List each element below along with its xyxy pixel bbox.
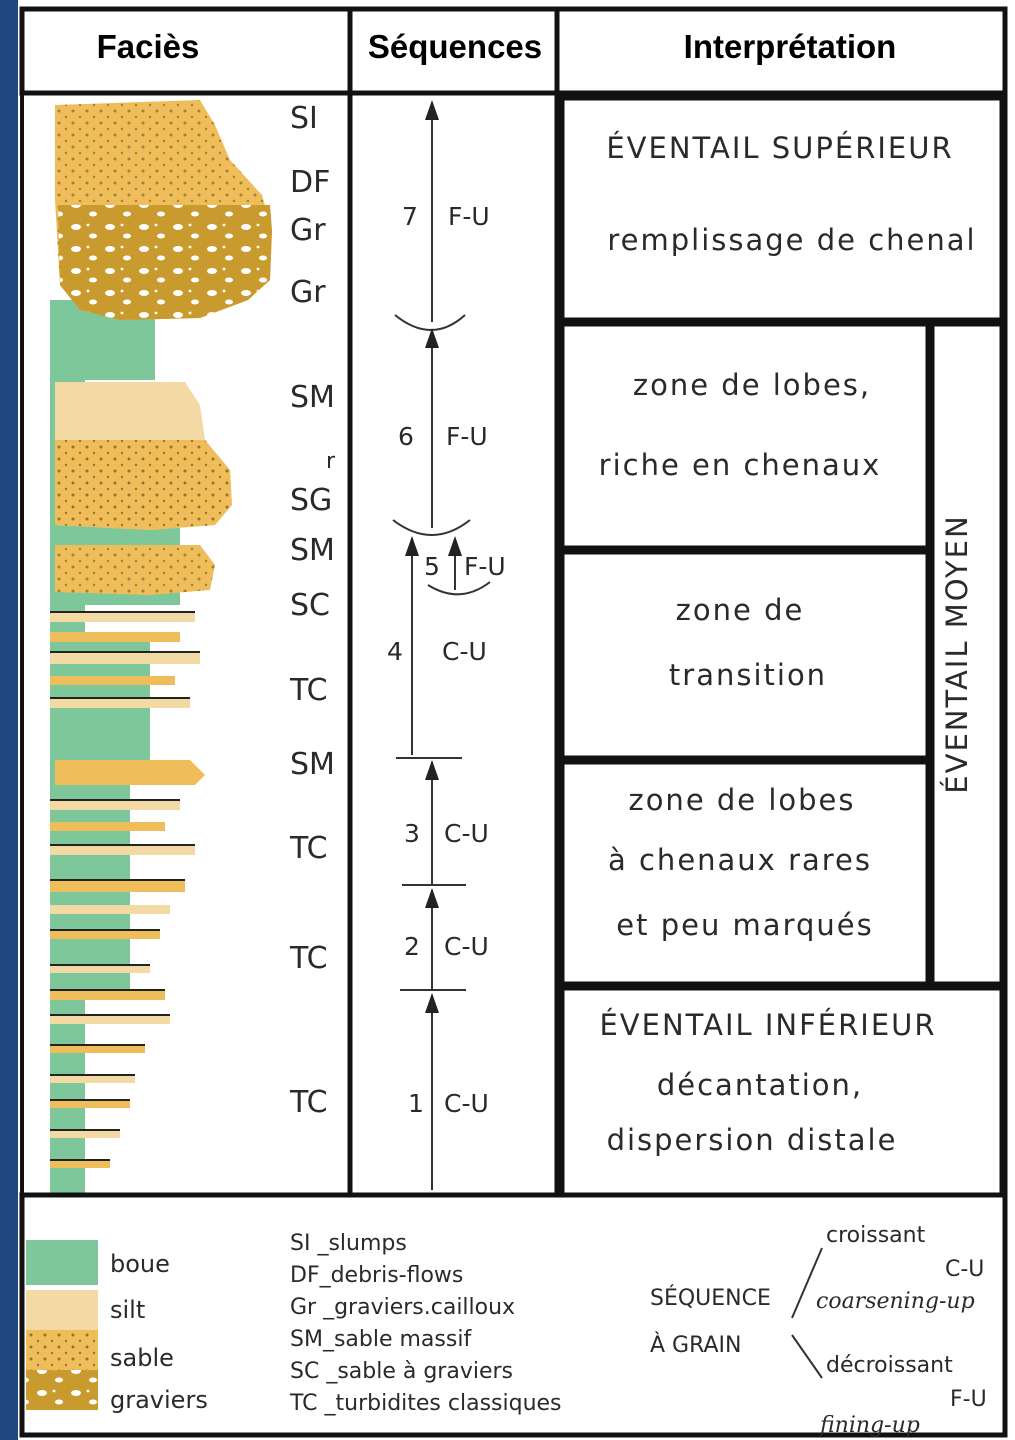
sequence-number: 7: [402, 202, 418, 231]
increasing-label: croissant: [826, 1223, 926, 1248]
fu-label: F-U: [950, 1387, 987, 1412]
middle-fan-box: [929, 321, 1005, 987]
erosion-contact: [394, 314, 466, 331]
header-box: [19, 6, 1008, 96]
legend-code: SI _slumps: [290, 1231, 407, 1256]
sequence-type: C-U: [444, 1089, 489, 1118]
main-body-frame: [20, 93, 1008, 1195]
facies-label: TC: [289, 1085, 328, 1120]
sequence-number: 4: [387, 637, 403, 666]
sequence-type: C-U: [444, 932, 489, 961]
legend-material: sable: [110, 1344, 174, 1372]
lobe-zone-text: zone de lobes,: [633, 368, 871, 402]
facies-label: SM: [290, 380, 335, 415]
decreasing-label: décroissant: [826, 1353, 953, 1378]
coarsening-label: coarsening-up: [816, 1289, 975, 1314]
legend-box: [19, 1192, 1008, 1438]
facies-label: SC: [290, 588, 330, 623]
sequence-type: C-U: [444, 819, 489, 848]
lower-fan-text: dispersion distale: [607, 1123, 898, 1157]
erosion-contact: [392, 519, 471, 536]
header-interpretation: Interprétation: [684, 28, 897, 65]
sequence-arrowheads: [405, 100, 462, 1013]
facies-label: SM: [290, 533, 335, 568]
interpretation-column: ÉVENTAIL SUPÉRIEUR remplissage de chenal…: [559, 95, 1005, 1198]
sequence-legend-label: À GRAIN: [650, 1332, 741, 1358]
transition-zone-box: [559, 549, 931, 761]
legend-material: boue: [110, 1250, 170, 1278]
lobe-zone-rare-text: et peu marqués: [616, 908, 873, 942]
legend: boue silt sable graviers SI _slumps DF_d…: [19, 1192, 1008, 1438]
header-row: Faciès Séquences Interprétation: [19, 6, 1008, 96]
sequence-number: 5: [424, 552, 440, 581]
lobe-zone-box: [559, 321, 931, 551]
sequence-type: F-U: [446, 422, 488, 451]
sequence-type: F-U: [448, 202, 490, 231]
legend-bracket: [791, 1247, 823, 1379]
lower-fan-box: [559, 985, 1005, 1198]
header-sequences: Séquences: [368, 28, 542, 65]
legend-code: Gr _graviers.cailloux: [290, 1295, 515, 1320]
legend-material: graviers: [110, 1386, 208, 1414]
facies-label: TC: [289, 831, 328, 866]
sequence-number: 3: [404, 819, 420, 848]
facies-label: SI: [290, 101, 318, 136]
mud-swatch: [26, 1240, 98, 1285]
transition-zone-text: zone de: [676, 593, 805, 627]
lobe-zone-rare-text: à chenaux rares: [608, 843, 872, 877]
transition-zone-text: transition: [669, 658, 827, 692]
facies-label: TC: [289, 941, 328, 976]
facies-label: Gr: [290, 213, 326, 248]
lower-fan-text: décantation,: [657, 1068, 863, 1102]
middle-fan-label: ÉVENTAIL MOYEN: [940, 514, 974, 793]
legend-code: SM_sable massif: [290, 1327, 472, 1352]
facies-label: SG: [290, 483, 332, 518]
fining-label: fining-up: [818, 1413, 920, 1438]
upper-fan-text: remplissage de chenal: [607, 223, 976, 257]
header-facies: Faciès: [97, 28, 200, 65]
facies-label: SM: [290, 747, 335, 782]
erosion-contact: [427, 581, 491, 596]
legend-code: DF_debris-flows: [290, 1263, 463, 1288]
legend-code: SC _sable à graviers: [290, 1359, 513, 1384]
facies-column: SI DF Gr Gr SM r SG SM SC TC SM TC TC TC: [50, 100, 336, 1195]
lobe-zone-rare-channel-box: [559, 759, 931, 987]
facies-label: DF: [290, 165, 330, 200]
sequence-labels: 7 F-U 6 F-U 5 F-U 4 C-U 3 C-U 2 C-U 1 C-…: [387, 202, 506, 1118]
sequences-column: [392, 105, 491, 1190]
facies-label: Gr: [290, 275, 326, 310]
upper-fan-title: ÉVENTAIL SUPÉRIEUR: [606, 131, 953, 165]
legend-material: silt: [110, 1296, 145, 1324]
sequence-number: 1: [408, 1089, 424, 1118]
facies-label: r: [326, 449, 336, 474]
lobe-zone-rare-text: zone de lobes: [628, 783, 855, 817]
bed-outlines: [50, 611, 200, 1161]
facies-label: TC: [289, 673, 328, 708]
lower-fan-title: ÉVENTAIL INFÉRIEUR: [599, 1008, 936, 1042]
left-border-bar: [0, 0, 18, 1440]
sequence-type: C-U: [442, 637, 487, 666]
lobe-zone-text: riche en chenaux: [599, 448, 882, 482]
legend-code: TC _turbidites classiques: [289, 1391, 562, 1416]
sequence-number: 6: [398, 422, 414, 451]
upper-fan-box: [559, 95, 1005, 323]
sequence-type: F-U: [464, 552, 506, 581]
cu-label: C-U: [945, 1257, 984, 1282]
turbidite-beds: [50, 612, 205, 1168]
sequence-number: 2: [404, 932, 420, 961]
sequence-legend-label: SÉQUENCE: [650, 1285, 771, 1311]
silt-swatch: [26, 1290, 98, 1330]
